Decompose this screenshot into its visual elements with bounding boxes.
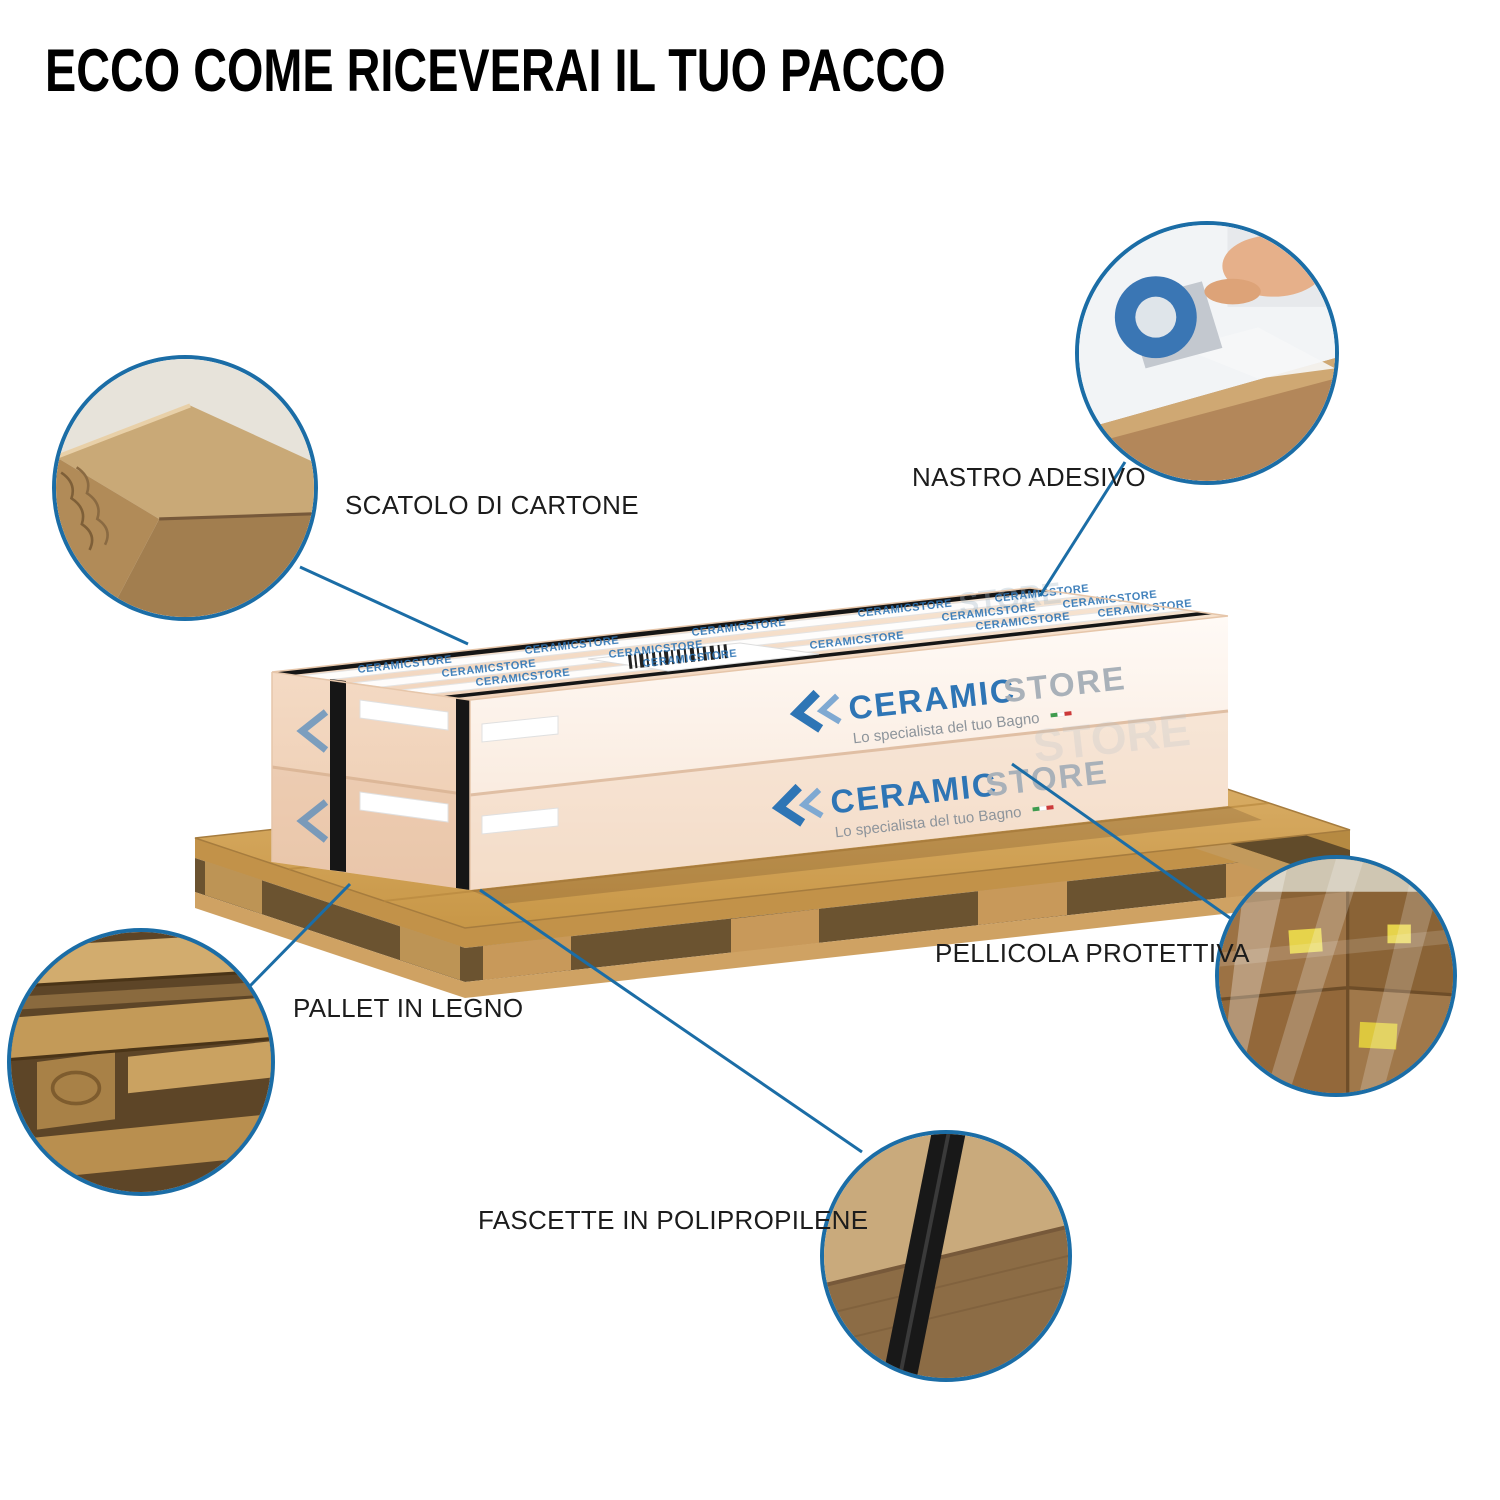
pallet-gap-front	[465, 850, 1350, 982]
pallet-block	[978, 881, 1067, 925]
pallet-block	[483, 936, 571, 980]
page-title: ECCO COME RICEVERAI IL TUO PACCO	[45, 37, 946, 104]
box-seam	[469, 709, 1229, 797]
ceramicstore-chevron-icon	[816, 693, 842, 725]
callout-photo-nastro	[1075, 221, 1339, 485]
callout-photo-pallet	[7, 928, 275, 1196]
box-edge	[271, 587, 1229, 890]
box-front-lower-tint	[470, 711, 1228, 890]
callout-label-fascette: FASCETTE IN POLIPROPILENE	[478, 1205, 869, 1235]
front-face-label	[481, 715, 559, 743]
strap-band-top-front	[442, 612, 1214, 698]
cardboard-boxes: STORE STORE CERAMIC STORE Lo specialista…	[271, 577, 1229, 890]
cardboard-box-corner-photo	[56, 359, 314, 617]
ceramicstore-logo: CERAMIC STORE Lo specialista del tuo Bag…	[771, 753, 1110, 841]
ceramicstore-chevron-icon	[789, 689, 824, 733]
connector-line-pallet	[246, 882, 352, 990]
pallet-deck-left-edge	[195, 838, 465, 948]
pallet-deck-front-edge	[465, 830, 1350, 948]
callout-photo-fascette	[820, 1130, 1072, 1382]
connector-line-pellicola	[1011, 762, 1231, 920]
callout-label-nastro: NASTRO ADESIVO	[912, 462, 1146, 492]
box-end-lower-tint	[272, 767, 470, 890]
connector-line-scatolo	[299, 565, 469, 646]
callout-photo-scatolo	[52, 355, 318, 621]
connector-line-nastro	[1038, 461, 1127, 597]
box-shadow	[470, 806, 1262, 904]
strap-band-end	[330, 679, 346, 872]
callout-label-pellicola: PELLICOLA PROTETTIVA	[935, 938, 1250, 968]
shrink-wrap-photo	[1219, 859, 1453, 1093]
pallet-bottom-board-front	[465, 884, 1350, 998]
wooden-pallet-photo	[11, 932, 271, 1192]
pallet-plank-line	[383, 802, 1270, 902]
box-seam	[271, 765, 471, 797]
italian-flag-icon	[1032, 805, 1054, 812]
ceramicstore-chevron-icon	[771, 783, 806, 827]
pallet-block	[400, 926, 460, 980]
ceramicstore-chevron-icon	[798, 787, 824, 819]
pallet-block	[205, 861, 262, 914]
end-face-label	[359, 699, 449, 731]
callout-label-scatolo: SCATOLO DI CARTONE	[345, 490, 639, 520]
strap-on-box-photo	[824, 1134, 1068, 1378]
end-face-label	[359, 791, 449, 823]
ceramicstore-chevron-icon	[296, 709, 329, 753]
strap-band-top-back	[274, 588, 1050, 675]
pallet-bottom-board-left	[195, 892, 465, 998]
connector-lines	[246, 461, 1231, 1154]
ceramicstore-chevron-icon	[296, 799, 329, 843]
front-face-label	[481, 807, 559, 835]
strap-band-end	[456, 698, 470, 890]
barcode	[628, 644, 728, 669]
tape-dispenser-photo	[1079, 225, 1335, 481]
italian-flag-icon	[1050, 711, 1072, 718]
callout-photo-pellicola	[1215, 855, 1457, 1097]
pallet-block	[731, 909, 819, 953]
connector-line-fascette	[479, 888, 863, 1154]
callout-label-pallet: PALLET IN LEGNO	[293, 993, 524, 1023]
pallet-gap-left	[195, 858, 465, 982]
